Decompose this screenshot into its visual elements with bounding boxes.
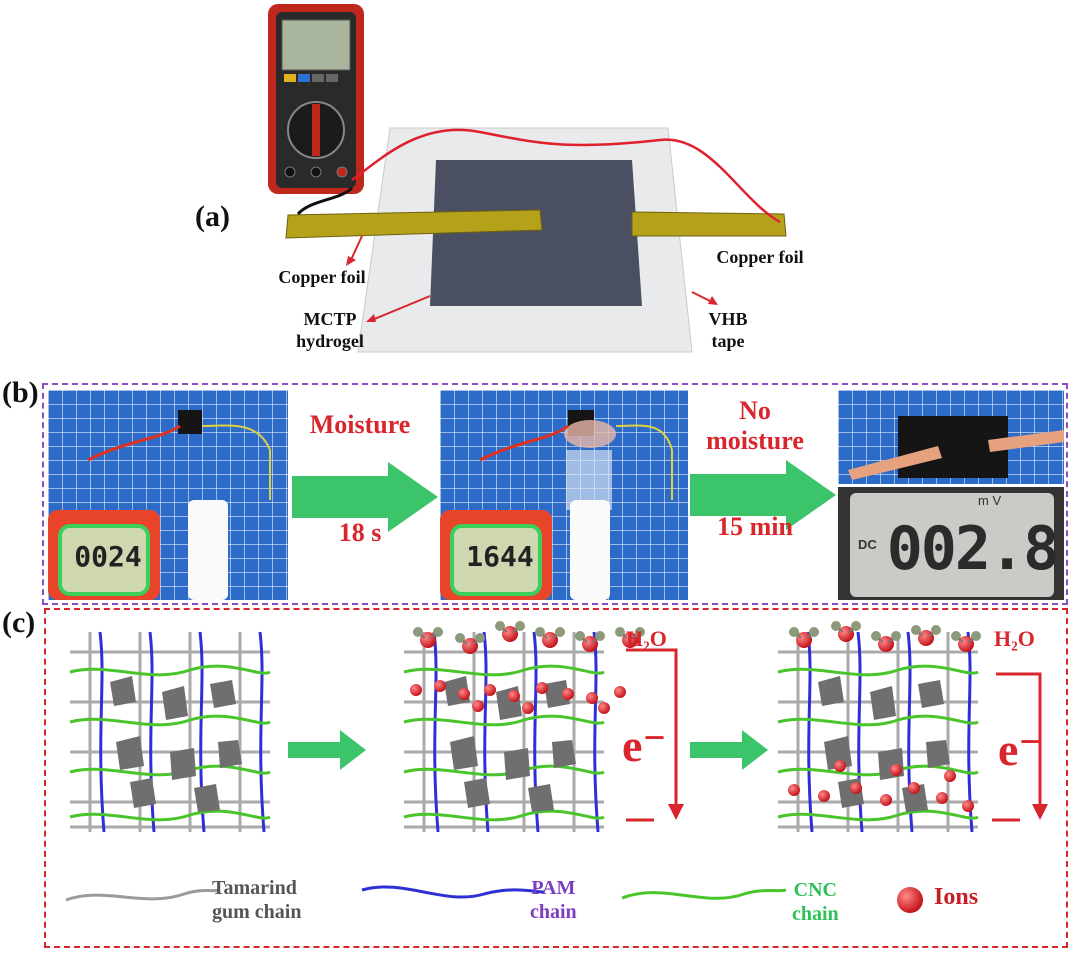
photo-after-recovery	[838, 390, 1064, 484]
photo3-scene	[848, 416, 1064, 480]
legend-tamarind-line2: gum chain	[212, 901, 302, 923]
legend-ions-label: Ions	[934, 884, 979, 910]
multimeter	[268, 4, 364, 194]
vhb-tape-label: VHB tape	[688, 308, 768, 352]
legend-cnc-label: CNC chain	[792, 878, 839, 926]
network-block-dry	[68, 630, 272, 834]
mctp-label-line2: hydrogel	[296, 331, 364, 351]
legend-cnc-line2: chain	[792, 903, 839, 925]
lcd-reading-1: 0024	[74, 540, 142, 573]
copper-foil-right-strip	[631, 211, 787, 237]
electron-bracket-2	[992, 672, 1042, 822]
vhb-label-line2: tape	[711, 331, 745, 351]
legend-pam-label: PAM chain	[530, 876, 577, 924]
black-wire	[296, 186, 354, 216]
electron-bracket-1	[626, 648, 678, 822]
mctp-hydrogel-square	[430, 160, 642, 306]
electron-label-2: e⁻	[998, 724, 1043, 775]
lcd-screen	[850, 493, 1054, 597]
red-wire	[351, 128, 781, 224]
network-block-humid	[402, 630, 606, 834]
copper-foil-left-strip	[285, 209, 543, 239]
no-moisture-line2: moisture	[706, 426, 804, 455]
panel-b-letter: (b)	[2, 376, 39, 409]
ions-block-3	[788, 760, 974, 812]
panel-a-illustration	[268, 4, 787, 353]
panel-c-letter: (c)	[2, 606, 36, 639]
no-moisture-time-label: 15 min	[717, 512, 793, 541]
ions-block-2	[410, 680, 626, 714]
no-moisture-label: No moisture	[690, 396, 820, 456]
copper-foil-left-label: Copper foil	[278, 267, 366, 287]
legend-ion-ball	[897, 887, 923, 913]
photo-before-moisture: 0024	[48, 390, 288, 600]
mctp-hydrogel-label: MCTP hydrogel	[280, 308, 380, 352]
water-molecules-block-2	[412, 620, 646, 655]
panel-a-letter: (a)	[195, 200, 230, 233]
lcd-reading-2: 1644	[466, 540, 534, 573]
moisture-arrow	[292, 462, 438, 532]
vhb-label-line1: VHB	[708, 309, 748, 329]
network-block-recovered	[776, 630, 980, 834]
legend-tamarind-label: Tamarind gum chain	[212, 876, 301, 924]
process-arrow-2	[690, 730, 768, 770]
mctp-label-line1: MCTP	[303, 309, 357, 329]
h2o-label-1: H₂O	[626, 626, 667, 651]
photo1-scene	[48, 410, 271, 600]
legend-pam-line1: PAM	[531, 877, 576, 899]
copper-foil-right-label: Copper foil	[716, 247, 804, 267]
h2o-label-2: H₂O	[994, 626, 1035, 651]
no-moisture-arrow	[690, 460, 836, 530]
moisture-time-label: 18 s	[338, 518, 382, 547]
panel-b-frame	[42, 383, 1068, 605]
legend-cnc-line1: CNC	[793, 879, 838, 901]
legend-pam-line2: chain	[530, 901, 577, 923]
lcd-reading-3: 002.8	[886, 514, 1060, 584]
network-schematic	[65, 620, 1048, 913]
moisture-label: Moisture	[309, 410, 411, 439]
legend-tamarind-line	[65, 888, 221, 902]
legend-cnc-line	[621, 888, 787, 900]
photo-with-moisture: 1644	[440, 390, 688, 600]
process-arrow-1	[288, 730, 366, 770]
electron-label-1: e⁻	[622, 720, 667, 771]
lcd-mode: DC	[858, 537, 877, 552]
lcd-unit: m V	[978, 493, 1002, 508]
lcd-closeup: m V DC 002.8	[838, 487, 1064, 600]
water-molecules-block-3	[788, 620, 982, 653]
legend-pam-line	[361, 885, 545, 899]
no-moisture-line1: No	[739, 396, 771, 425]
photo2-scene	[440, 410, 673, 600]
panel-c-frame	[44, 608, 1068, 948]
legend-tamarind-line1: Tamarind	[212, 877, 297, 899]
